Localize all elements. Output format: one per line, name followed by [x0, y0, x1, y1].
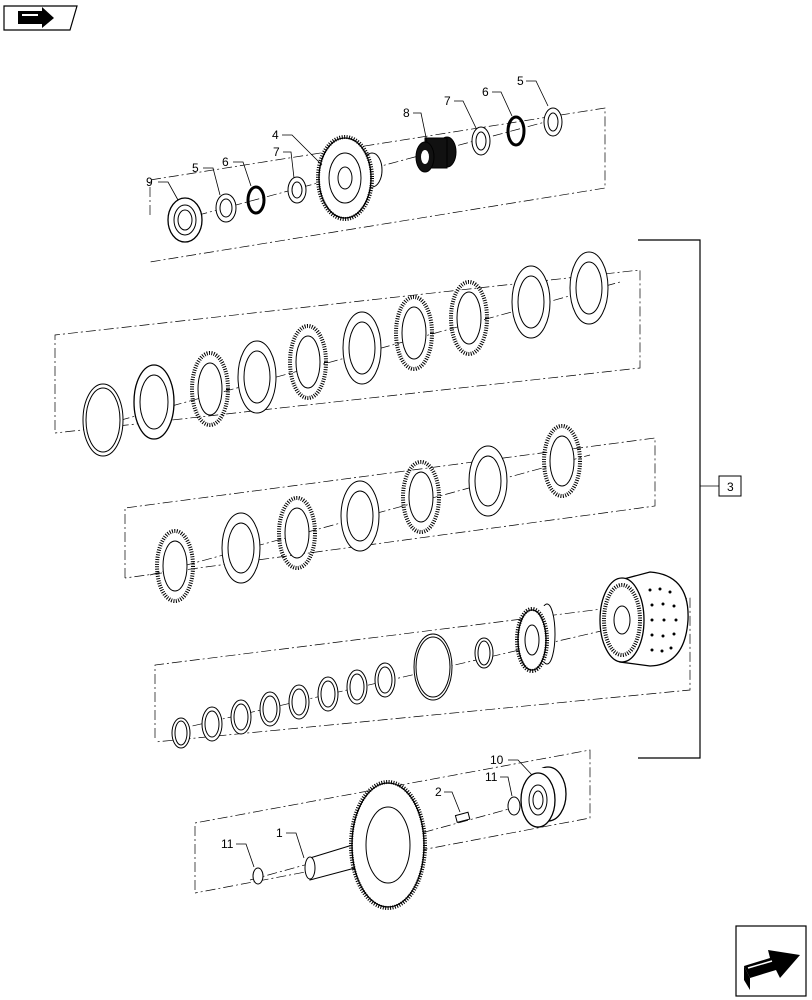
top-nav-button[interactable] [3, 5, 78, 31]
callout-8: 8 [403, 106, 410, 120]
callout-6-right: 6 [482, 85, 489, 99]
bearing-10 [520, 766, 567, 828]
friction-disc-f [277, 496, 317, 570]
friction-disc-a [190, 351, 230, 427]
snap-ring-6-right [506, 115, 526, 147]
arrow-right-icon [18, 7, 54, 28]
callout-11-right: 11 [485, 770, 498, 784]
assembly-bracket-3 [638, 239, 742, 759]
seal-ring-2 [201, 706, 223, 742]
seal-ring-7 [346, 669, 368, 705]
shaft-gear-1 [304, 780, 427, 910]
seal-ring-small-2 [474, 637, 494, 669]
steel-plate-g [340, 480, 380, 552]
steel-plate-c [342, 311, 382, 385]
callout-7-right: 7 [444, 94, 451, 108]
piston [515, 603, 556, 673]
top-shaft-group [149, 107, 606, 263]
washer-7-left [287, 176, 307, 204]
arrow-next-page-icon [744, 950, 800, 990]
ring-5-right [543, 107, 563, 137]
steel-plate-d [511, 265, 551, 339]
shaft-group [194, 749, 591, 910]
middle-pack-frame [124, 437, 656, 579]
steel-plate-h [468, 445, 508, 517]
gear-4 [316, 135, 383, 221]
friction-disc-g [401, 460, 441, 534]
snap-ring-11-left [252, 867, 264, 885]
callout-labels: 9 5 6 7 4 8 7 6 5 3 1 2 11 11 10 [146, 74, 734, 851]
needle-bearing-8 [415, 136, 457, 173]
clutch-drum [599, 571, 689, 667]
seal-ring-3 [230, 699, 252, 735]
seal-ring-4 [259, 691, 281, 727]
large-o-ring [413, 633, 453, 701]
clutch-pack-middle [124, 424, 656, 603]
callout-9: 9 [146, 175, 153, 189]
bottom-nav-button[interactable] [735, 925, 807, 997]
callout-6-left: 6 [222, 155, 229, 169]
friction-disc-b [288, 324, 328, 400]
callout-3: 3 [727, 480, 734, 494]
drum-group-frame [154, 597, 691, 743]
steel-plate-a [133, 364, 175, 440]
seal-ring-8 [374, 662, 396, 698]
top-group-frame [149, 107, 606, 263]
callout-10: 10 [490, 753, 504, 767]
upper-pack-frame [54, 269, 641, 434]
friction-disc-d [449, 280, 489, 356]
friction-disc-c [394, 295, 434, 371]
pin-2 [454, 811, 471, 824]
bearing-9 [167, 197, 203, 243]
steel-plate-e [569, 251, 609, 325]
ring-5-left [215, 193, 237, 223]
steel-plate-f [221, 512, 261, 584]
callout-7-left: 7 [273, 145, 280, 159]
washer-7-right [471, 126, 491, 156]
friction-disc-h [542, 424, 582, 498]
clutch-pack-upper [54, 251, 641, 457]
callout-box-3 [718, 475, 742, 497]
callout-2: 2 [435, 785, 442, 799]
callout-leaders [158, 80, 549, 868]
shaft-group-frame [194, 749, 591, 894]
snap-ring-6-left [246, 185, 266, 215]
seal-ring-5 [288, 684, 310, 720]
callout-1: 1 [276, 826, 283, 840]
callout-5-left: 5 [192, 161, 199, 175]
snap-ring-11-right [507, 796, 521, 816]
drum-group [154, 571, 691, 749]
seal-ring-small-1 [171, 717, 191, 749]
callout-11-left: 11 [221, 837, 234, 851]
friction-disc-e [155, 529, 195, 603]
callout-5-right: 5 [517, 74, 524, 88]
seal-ring-6 [317, 676, 339, 712]
callout-4: 4 [272, 128, 279, 142]
steel-plate-b [237, 340, 277, 414]
snap-ring-large [82, 383, 124, 457]
